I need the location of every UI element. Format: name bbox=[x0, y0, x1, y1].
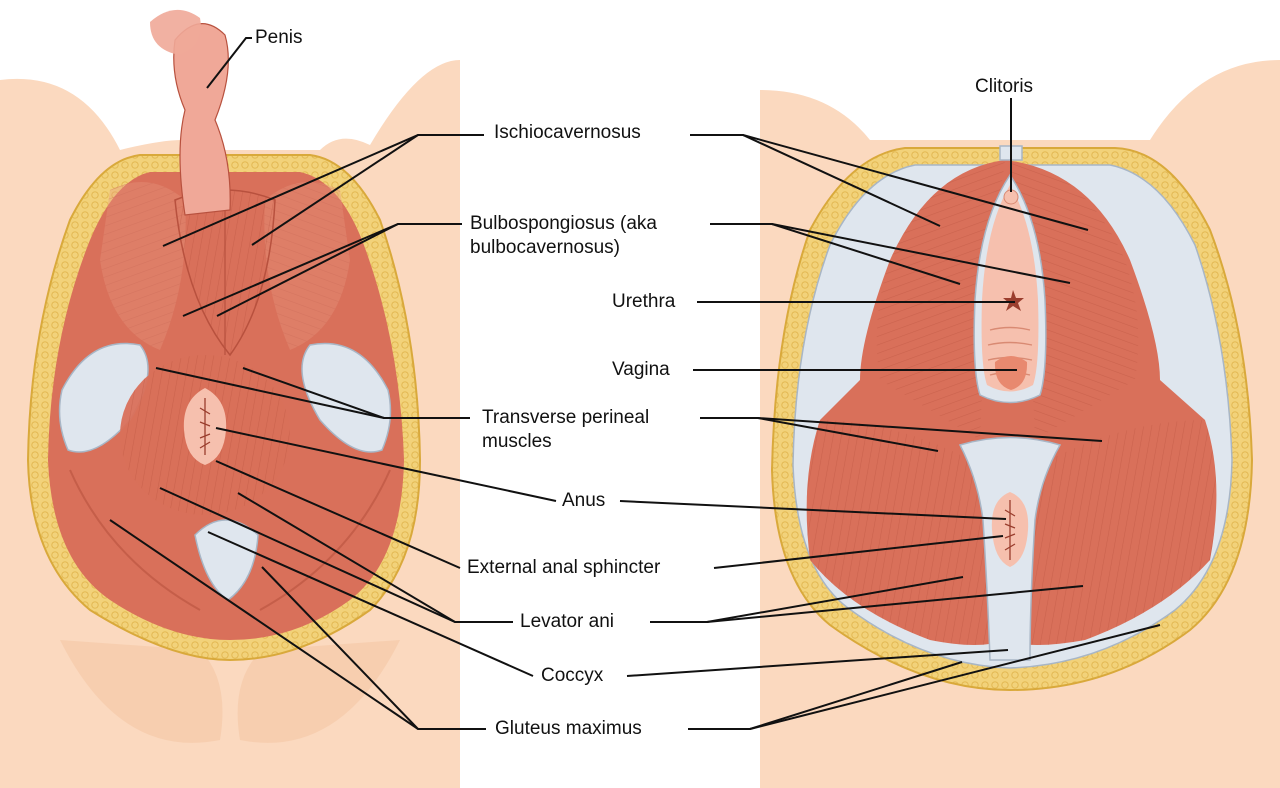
label-transverse-line2: muscles bbox=[482, 431, 552, 452]
label-bulbospongiosus-line1: Bulbospongiosus (aka bbox=[470, 213, 657, 234]
label-clitoris: Clitoris bbox=[975, 76, 1034, 97]
label-coccyx: Coccyx bbox=[541, 665, 604, 686]
male-buttock-shadow-right bbox=[237, 640, 400, 743]
penis-shape bbox=[173, 23, 231, 216]
label-urethra: Urethra bbox=[612, 291, 676, 312]
clitoris-shape bbox=[1003, 189, 1019, 205]
label-external-anal-sphincter: External anal sphincter bbox=[467, 557, 661, 578]
label-bulbospongiosus: Bulbospongiosus (aka bulbocavernosus) bbox=[470, 212, 657, 260]
male-ligament-right bbox=[301, 342, 392, 453]
label-ischiocavernosus: Ischiocavernosus bbox=[494, 122, 641, 143]
label-anus: Anus bbox=[562, 490, 606, 511]
female-perineum bbox=[760, 60, 1280, 788]
leader-lines bbox=[109, 37, 1161, 730]
urethra-opening bbox=[1003, 290, 1024, 311]
label-transverse-line1: Transverse perineal bbox=[482, 407, 650, 428]
label-penis: Penis bbox=[255, 27, 303, 48]
label-levator-ani: Levator ani bbox=[520, 611, 615, 632]
label-gluteus-maximus: Gluteus maximus bbox=[495, 718, 642, 739]
vaginal-opening bbox=[981, 185, 1039, 392]
male-buttock-shadow bbox=[60, 640, 223, 743]
male-coccyx-ligament bbox=[194, 519, 259, 601]
label-transverse-perineal: Transverse perineal muscles bbox=[482, 406, 649, 454]
male-perineum bbox=[0, 9, 460, 788]
label-vagina: Vagina bbox=[612, 359, 670, 380]
label-bulbospongiosus-line2: bulbocavernosus) bbox=[470, 237, 620, 258]
